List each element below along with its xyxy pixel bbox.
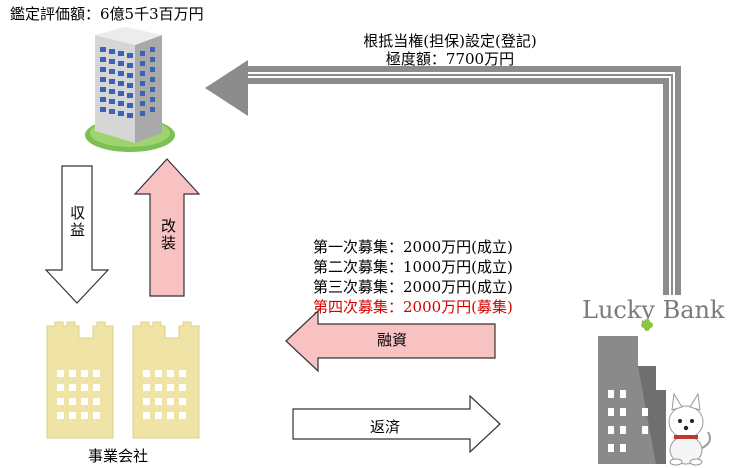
office-building-icon: [85, 27, 175, 152]
repayment-arrow: [292, 394, 501, 454]
bank-name-part2: Bank: [662, 296, 725, 324]
loan-label: 融資: [377, 331, 408, 349]
income-arrow: [44, 165, 110, 304]
funding-round-2: 第二次募集：1000万円(成立): [313, 258, 513, 276]
renovation-arrow: [133, 158, 201, 297]
funding-round-3: 第三次募集：2000万円(成立): [313, 278, 513, 296]
mortgage-label-line1: 根抵当権(担保)設定(登記): [363, 32, 537, 50]
clover-icon: [641, 319, 653, 331]
funding-round-4: 第四次募集：2000万円(募集): [313, 298, 513, 316]
loan-arrow: [285, 309, 496, 373]
bank-building-icon: [598, 336, 711, 466]
bank-logo: Lucky Bank: [582, 296, 725, 324]
company-label: 事業会社: [88, 447, 149, 465]
appraisal-value-label: 鑑定評価額：6億5千3百万円: [10, 5, 204, 23]
repayment-label: 返済: [370, 418, 401, 436]
income-label: 収益: [68, 205, 86, 239]
company-buildings-icon: [46, 321, 200, 439]
funding-rounds-list: 第一次募集：2000万円(成立) 第二次募集：1000万円(成立) 第三次募集：…: [313, 237, 513, 317]
mortgage-label-line2: 極度額：7700万円: [385, 50, 515, 68]
dog-mascot-icon: [668, 392, 711, 466]
funding-round-1: 第一次募集：2000万円(成立): [313, 238, 513, 256]
bank-name-part1: Lucky: [582, 296, 655, 324]
renovation-label: 改装: [159, 218, 177, 252]
